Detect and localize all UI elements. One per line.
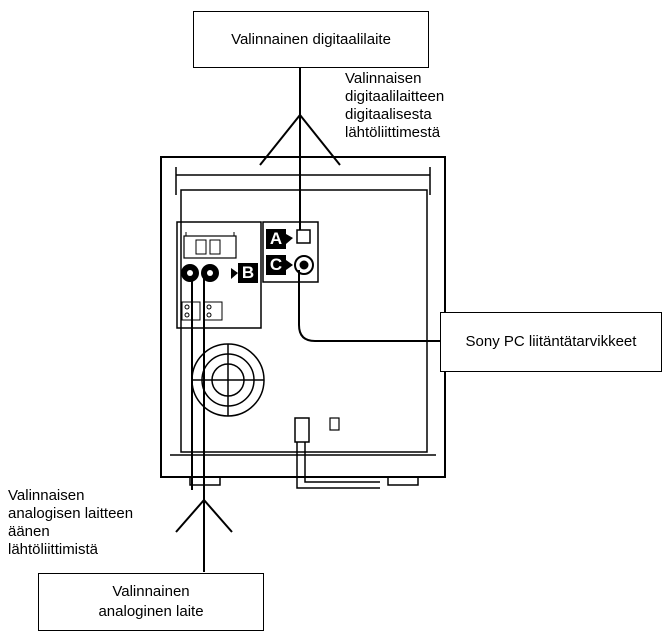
- cooling-fan: [191, 343, 265, 417]
- power-cord: [294, 417, 380, 489]
- right-connector-panel: [262, 221, 319, 283]
- connector-b-badge: B: [238, 263, 258, 283]
- digital-device-box: Valinnainen digitaalilaite: [193, 11, 429, 68]
- digital-device-label: Valinnainen digitaalilaite: [231, 30, 391, 48]
- analog-device-label-line1: Valinnainen: [112, 583, 190, 600]
- connector-c-badge: C: [266, 255, 286, 275]
- digital-cable: [259, 68, 341, 230]
- analog-device-box: Valinnainen analoginen laite: [38, 573, 264, 631]
- connector-a-badge: A: [266, 229, 286, 249]
- analog-device-label-line2: analoginen laite: [98, 603, 204, 620]
- pc-accessories-label: Sony PC liitäntätarvikkeet: [465, 333, 637, 350]
- digital-output-caption: Valinnaisen digitaalilaitteen digitaalis…: [345, 70, 445, 141]
- pc-accessories-box: Sony PC liitäntätarvikkeet: [440, 312, 662, 372]
- analog-cables: [175, 277, 233, 572]
- left-terminal-panel: [176, 221, 262, 329]
- pc-cable: [298, 270, 440, 342]
- analog-output-caption: Valinnaisen analogisen laitteen äänen lä…: [8, 487, 134, 558]
- analog-input-jacks: [181, 264, 219, 282]
- small-indicator: [329, 417, 340, 431]
